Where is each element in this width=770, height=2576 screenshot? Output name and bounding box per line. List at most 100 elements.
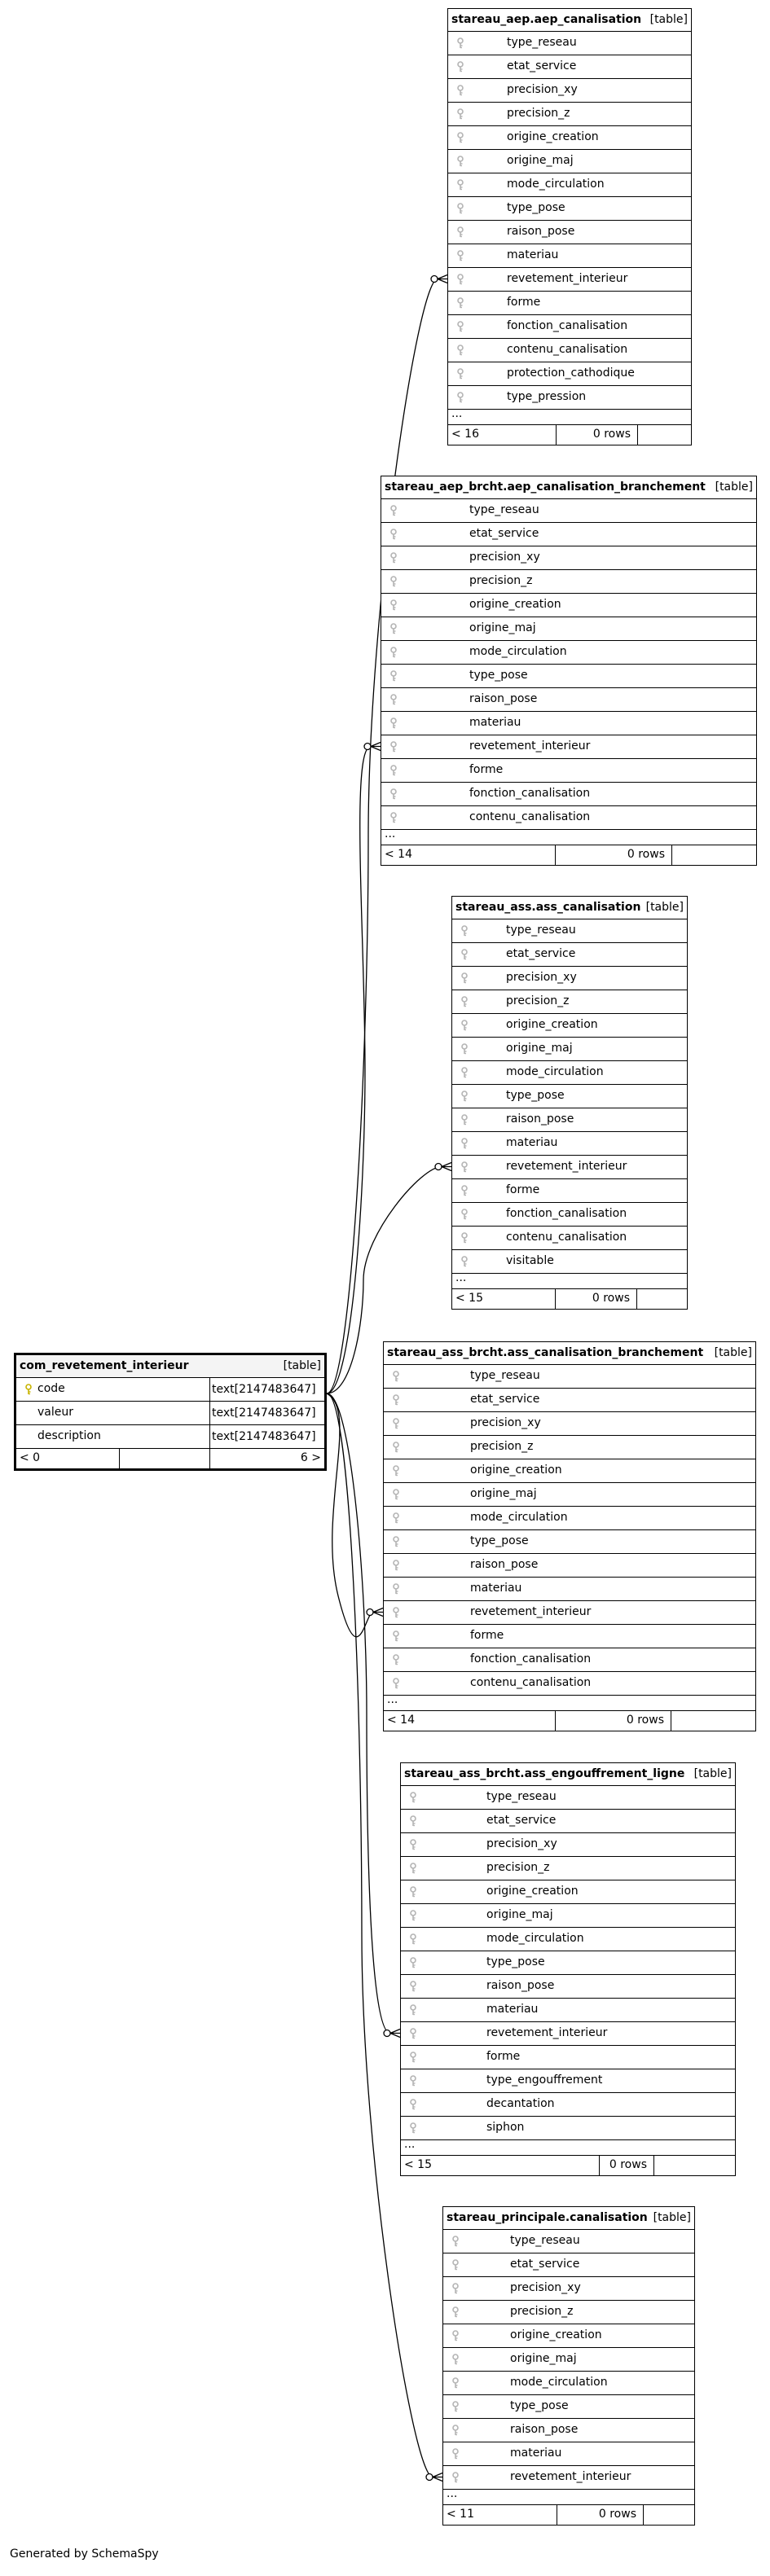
table-row[interactable]: raison_pose — [384, 1554, 755, 1578]
table-row[interactable]: origine_creation — [381, 594, 756, 617]
table-row[interactable]: origine_maj — [401, 1904, 735, 1928]
table-row[interactable]: type_reseau — [384, 1365, 755, 1389]
table-row[interactable]: contenu_canalisation — [448, 339, 691, 362]
table-row[interactable]: precision_xy — [381, 546, 756, 570]
table-row[interactable]: etat_service — [448, 55, 691, 79]
table-row[interactable]: type_reseau — [401, 1786, 735, 1810]
related-table[interactable]: stareau_ass.ass_canalisation[table]type_… — [451, 896, 688, 1310]
table-row[interactable]: contenu_canalisation — [452, 1227, 687, 1250]
table-row[interactable]: etat_service — [452, 943, 687, 967]
table-row[interactable]: materiau — [381, 712, 756, 735]
table-row[interactable]: precision_xy — [448, 79, 691, 103]
table-row[interactable]: mode_circulation — [452, 1061, 687, 1085]
table-row[interactable]: etat_service — [381, 523, 756, 546]
table-row[interactable]: origine_maj — [381, 617, 756, 641]
table-row[interactable]: revetement_interieur — [448, 268, 691, 292]
table-row[interactable]: type_reseau — [381, 499, 756, 523]
table-row[interactable]: fonction_canalisation — [384, 1648, 755, 1672]
table-row[interactable]: materiau — [443, 2442, 694, 2466]
table-row[interactable]: revetement_interieur — [452, 1156, 687, 1179]
table-row[interactable]: fonction_canalisation — [381, 783, 756, 806]
table-row[interactable]: mode_circulation — [384, 1507, 755, 1530]
related-table[interactable]: stareau_aep.aep_canalisation[table]type_… — [447, 8, 692, 445]
table-row[interactable]: decantation — [401, 2093, 735, 2117]
table-row[interactable]: precision_z — [384, 1436, 755, 1459]
table-row[interactable]: type_engouffrement — [401, 2069, 735, 2093]
related-table[interactable]: stareau_aep_brcht.aep_canalisation_branc… — [381, 476, 757, 866]
table-row[interactable]: mode_circulation — [401, 1928, 735, 1951]
table-row[interactable]: revetement_interieur — [401, 2022, 735, 2046]
table-row[interactable]: visitable — [452, 1250, 687, 1274]
table-row[interactable]: siphon — [401, 2117, 735, 2140]
table-row[interactable]: revetement_interieur — [381, 735, 756, 759]
table-row[interactable]: precision_z — [443, 2301, 694, 2324]
related-table[interactable]: stareau_principale.canalisation[table]ty… — [442, 2206, 695, 2526]
table-row[interactable]: type_pose — [384, 1530, 755, 1554]
table-row[interactable]: origine_creation — [452, 1014, 687, 1038]
table-row[interactable]: materiau — [401, 1999, 735, 2022]
table-row[interactable]: type_pose — [381, 665, 756, 688]
table-row[interactable]: origine_creation — [443, 2324, 694, 2348]
table-row[interactable]: forme — [384, 1625, 755, 1648]
table-row[interactable]: origine_maj — [443, 2348, 694, 2372]
table-row[interactable]: etat_service — [443, 2253, 694, 2277]
table-row[interactable]: precision_z — [401, 1857, 735, 1880]
table-row[interactable]: raison_pose — [401, 1975, 735, 1999]
table-header: stareau_principale.canalisation[table] — [443, 2207, 694, 2230]
table-row[interactable]: type_reseau — [452, 919, 687, 943]
table-row[interactable]: materiau — [448, 244, 691, 268]
table-row[interactable]: raison_pose — [448, 221, 691, 244]
column-name: protection_cathodique — [507, 366, 635, 380]
table-row[interactable]: type_pose — [443, 2395, 694, 2419]
table-row[interactable]: mode_circulation — [381, 641, 756, 665]
table-row[interactable]: mode_circulation — [448, 173, 691, 197]
table-row[interactable]: precision_xy — [443, 2277, 694, 2301]
table-row[interactable]: type_pose — [448, 197, 691, 221]
table-row[interactable]: origine_maj — [448, 150, 691, 173]
table-row[interactable]: type_reseau — [448, 32, 691, 55]
table-row[interactable]: fonction_canalisation — [452, 1203, 687, 1227]
table-row[interactable]: protection_cathodique — [448, 362, 691, 386]
table-row[interactable]: etat_service — [401, 1810, 735, 1833]
table-row[interactable]: raison_pose — [381, 688, 756, 712]
table-row[interactable]: origine_creation — [401, 1880, 735, 1904]
table-row[interactable]: type_pose — [452, 1085, 687, 1108]
table-row[interactable]: origine_maj — [384, 1483, 755, 1507]
table-row[interactable]: revetement_interieur — [384, 1601, 755, 1625]
related-table[interactable]: stareau_ass_brcht.ass_engouffrement_lign… — [400, 1762, 736, 2176]
foreign-key-icon — [461, 1091, 468, 1102]
table-row[interactable]: materiau — [452, 1132, 687, 1156]
table-row[interactable]: raison_pose — [443, 2419, 694, 2442]
table-row[interactable]: forme — [452, 1179, 687, 1203]
table-row[interactable]: type_pression — [448, 386, 691, 410]
table-row[interactable]: contenu_canalisation — [381, 806, 756, 830]
foreign-key-icon — [457, 179, 464, 191]
table-row[interactable]: origine_creation — [448, 126, 691, 150]
table-row[interactable]: raison_pose — [452, 1108, 687, 1132]
table-row[interactable]: type_pose — [401, 1951, 735, 1975]
related-table[interactable]: stareau_ass_brcht.ass_canalisation_branc… — [383, 1341, 756, 1731]
table-row[interactable]: precision_z — [452, 990, 687, 1014]
table-row[interactable]: precision_z — [448, 103, 691, 126]
table-row[interactable]: revetement_interieur — [443, 2466, 694, 2490]
table-row[interactable]: forme — [448, 292, 691, 315]
table-row[interactable]: contenu_canalisation — [384, 1672, 755, 1696]
table-row[interactable]: forme — [381, 759, 756, 783]
table-row[interactable]: precision_xy — [452, 967, 687, 990]
table-row[interactable]: materiau — [384, 1578, 755, 1601]
table-row[interactable]: precision_xy — [401, 1833, 735, 1857]
table-row[interactable]: etat_service — [384, 1389, 755, 1412]
table-row[interactable]: precision_xy — [384, 1412, 755, 1436]
table-row[interactable]: fonction_canalisation — [448, 315, 691, 339]
table-row[interactable]: origine_maj — [452, 1038, 687, 1061]
table-row[interactable]: precision_z — [381, 570, 756, 594]
table-row[interactable]: type_reseau — [443, 2230, 694, 2253]
table-row[interactable]: mode_circulation — [443, 2372, 694, 2395]
table-row[interactable]: forme — [401, 2046, 735, 2069]
table-row[interactable]: origine_creation — [384, 1459, 755, 1483]
foreign-key-icon — [390, 623, 397, 634]
